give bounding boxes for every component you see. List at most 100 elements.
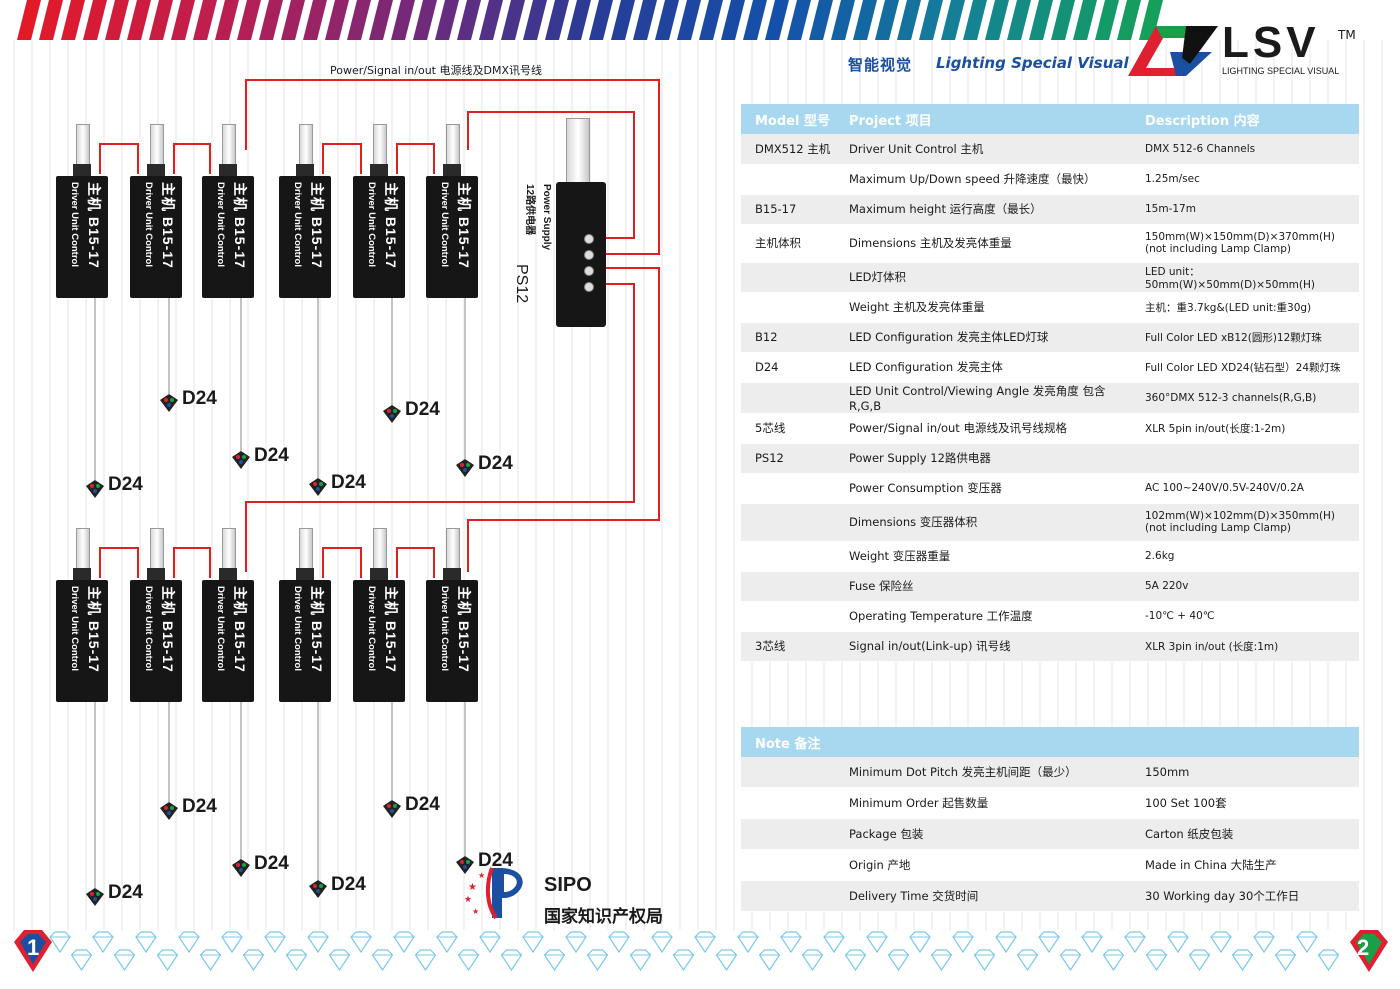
header-bar-segment: [1073, 0, 1097, 40]
diamond-icon: [156, 949, 179, 972]
unit-model-label: 主机 B15-17: [232, 182, 248, 269]
description-cell: XLR 5pin in/out(长度:1-2m): [1131, 413, 1359, 444]
svg-text:★: ★: [468, 882, 477, 893]
diamond-icon: [1253, 931, 1275, 954]
note-value-cell: Made in China 大陆生产: [1131, 849, 1359, 881]
led-label: D24: [405, 399, 440, 420]
header-bar-segment: [1095, 0, 1119, 40]
svg-text:★: ★: [472, 907, 479, 916]
logo-word: LSV: [1222, 18, 1320, 67]
unit-model-label: 主机 B15-17: [383, 182, 399, 269]
wire-segment: [99, 547, 139, 578]
spec-row: Weight 主机及发亮体重量主机：重3.7kg&(LED unit:重30g): [741, 292, 1359, 323]
led-label: D24: [254, 445, 289, 466]
unit-model-label: 主机 B15-17: [309, 586, 325, 673]
led-label: D24: [182, 388, 217, 409]
diamond-icon: [242, 949, 265, 972]
unit-model-label: 主机 B15-17: [309, 182, 325, 269]
model-cell: [741, 541, 835, 572]
unit-lamp-tube: [370, 124, 388, 176]
unit-lamp-tube: [147, 124, 165, 176]
tube-body: [76, 528, 90, 570]
diamond-icon: [651, 931, 673, 954]
header-bar-segment: [985, 0, 1009, 40]
header-bar-segment: [743, 0, 767, 40]
svg-text:★: ★: [464, 895, 472, 905]
diamond-icon: [49, 931, 71, 954]
spec-row: Maximum Up/Down speed 升降速度（最快）1.25m/sec: [741, 164, 1359, 195]
project-cell: LED Unit Control/Viewing Angle 发亮角度 包含R,…: [835, 382, 1131, 414]
diamond-icon: [1274, 949, 1297, 972]
page-badge-right-icon: [1350, 930, 1388, 972]
unit-lamp-tube: [443, 124, 461, 176]
header-bar-segment: [721, 0, 745, 40]
spec-row: LED Unit Control/Viewing Angle 发亮角度 包含R,…: [741, 382, 1359, 414]
wire-lines: [99, 79, 660, 578]
note-label-cell: [741, 787, 835, 819]
unit-model-label: 主机 B15-17: [232, 586, 248, 673]
psu-port: [584, 250, 594, 260]
model-cell: B15-17: [741, 194, 835, 225]
led-cable: [317, 298, 319, 478]
note-item-cell: Origin 产地: [835, 849, 1131, 881]
description-cell: AC 100~240V/0.5V-240V/0.2A: [1131, 473, 1359, 504]
wire-segment: [396, 143, 435, 174]
note-label-cell: [741, 880, 835, 912]
led-cable: [168, 702, 170, 802]
led-cable: [317, 702, 319, 880]
page-badge-left-icon: [14, 930, 52, 972]
model-cell: 5芯线: [741, 413, 835, 444]
description-cell: LED unit：50mm(W)×50mm(D)×50mm(H): [1131, 262, 1359, 293]
model-cell: [741, 382, 835, 414]
led-cable: [240, 298, 242, 451]
psu-cn-label: 12路供电器: [524, 184, 535, 236]
diamond-icon: [780, 931, 802, 954]
header-bar-segment: [1051, 0, 1075, 40]
unit-lamp-tube: [73, 528, 91, 580]
tube-base: [147, 164, 165, 176]
description-cell: 2.6kg: [1131, 541, 1359, 572]
psu-model-label: PS12: [513, 264, 530, 304]
project-cell: Operating Temperature 工作温度: [835, 601, 1131, 632]
diamond-icon: [823, 931, 845, 954]
wire-caption: Power/Signal in/out 电源线及DMX讯号线: [330, 64, 542, 77]
wire-segment: [467, 267, 660, 572]
page-number-right: 2: [1357, 935, 1370, 960]
diamond-icon: [1016, 949, 1039, 972]
unit-desc-label: Driver Unit Control: [69, 182, 80, 267]
model-cell: [741, 292, 835, 323]
project-cell: Driver Unit Control 主机: [835, 134, 1131, 165]
note-row: Minimum Dot Pitch 发亮主机间距（最少）150mm: [741, 757, 1359, 788]
diamond-icon: [909, 931, 931, 954]
tube-base: [73, 568, 91, 580]
diamond-icon: [1059, 949, 1082, 972]
diamond-icon: [113, 949, 136, 972]
sipo-cn-label: 国家知识产权局: [544, 907, 663, 927]
tube-body: [446, 528, 460, 570]
model-cell: [741, 164, 835, 195]
diamond-icon: [328, 949, 351, 972]
unit-lamp-tube: [219, 124, 237, 176]
unit-model-label: 主机 B15-17: [456, 182, 472, 269]
project-cell: Power Supply 12路供电器: [835, 443, 1131, 474]
spec-table-header: Model 型号 Project 项目 Description 内容: [741, 104, 1359, 134]
tube-body: [222, 124, 236, 166]
header-bar-segment: [919, 0, 943, 40]
brand-cn-title: 智能视觉: [848, 56, 913, 74]
project-cell: Weight 主机及发亮体重量: [835, 292, 1131, 323]
description-cell: 15m-17m: [1131, 194, 1359, 225]
